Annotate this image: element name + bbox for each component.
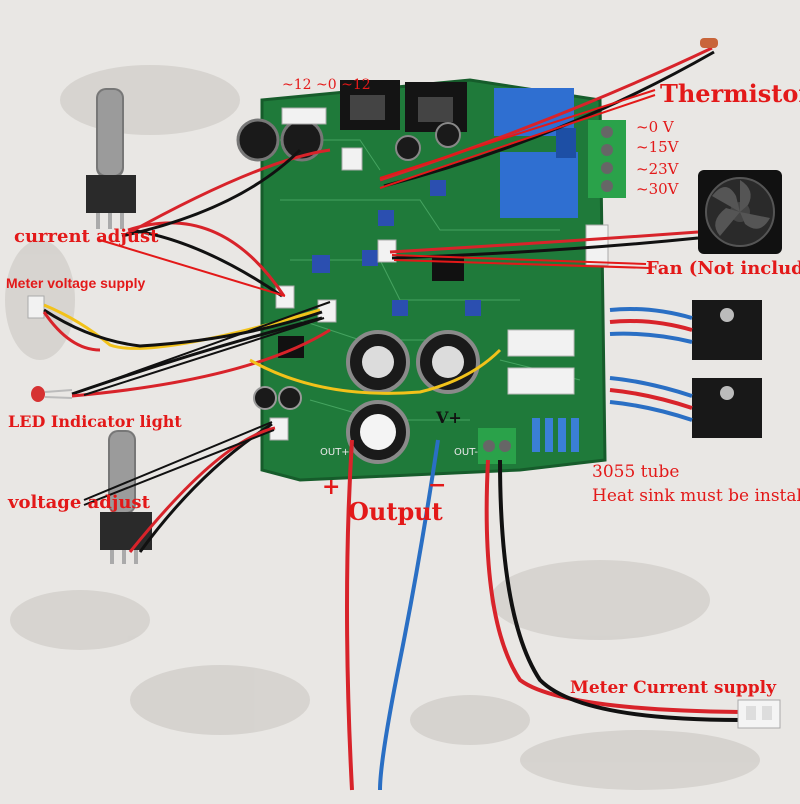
transistor-wires [609, 307, 693, 422]
meter-voltage-connector [27, 295, 45, 319]
resistor-array [532, 418, 579, 452]
background-pattern [5, 65, 760, 790]
control-wires [42, 148, 502, 553]
annotation-lines [83, 301, 331, 506]
power-resistors [507, 329, 575, 395]
regulator-heatsinks [340, 80, 467, 132]
tap-15v-label: ~15V [636, 138, 679, 156]
out-minus-label: OUT- [454, 447, 478, 458]
output-terminal [478, 428, 516, 464]
potentiometer-icon [86, 88, 136, 229]
connector-icon [588, 120, 626, 198]
thermistor-label: Thermistor [660, 79, 800, 108]
output-minus-label: − [428, 472, 447, 498]
board-connectors [269, 107, 609, 441]
tube-label: 3055 tube [592, 462, 680, 482]
heatsink-label: Heat sink must be installed [592, 486, 800, 506]
output-plus-label: + [322, 474, 341, 500]
led-icon [31, 386, 73, 402]
out-plus-label: OUT+ [320, 447, 350, 458]
trimmer-potentiometers [312, 180, 481, 316]
fan-label: Fan (Not include) [646, 258, 800, 279]
current-adjust-label: current adjust [14, 226, 159, 247]
fan-icon [698, 170, 782, 254]
output-wires [345, 439, 741, 791]
meter-current-supply-label: Meter Current supply [570, 678, 776, 698]
thermistor-icon [700, 38, 718, 48]
output-label: Output [348, 497, 443, 526]
ic-chips [278, 255, 464, 358]
vplus-label: V+ [436, 408, 462, 427]
transistor-icon [692, 300, 762, 438]
relay-icon [494, 88, 578, 218]
led-indicator-label: LED Indicator light [8, 412, 182, 431]
tap-0v-label: ~0 V [636, 118, 674, 136]
meter-voltage-supply-label: Meter voltage supply [6, 275, 146, 291]
tap-23v-label: ~23V [636, 160, 679, 178]
input-header-label: ~12 ~0 ~12 [282, 77, 371, 93]
voltage-adjust-label: voltage adjust [8, 492, 150, 513]
meter-current-connector [737, 699, 781, 729]
tap-30v-label: ~30V [636, 180, 679, 198]
annotation-arrows [99, 89, 656, 297]
